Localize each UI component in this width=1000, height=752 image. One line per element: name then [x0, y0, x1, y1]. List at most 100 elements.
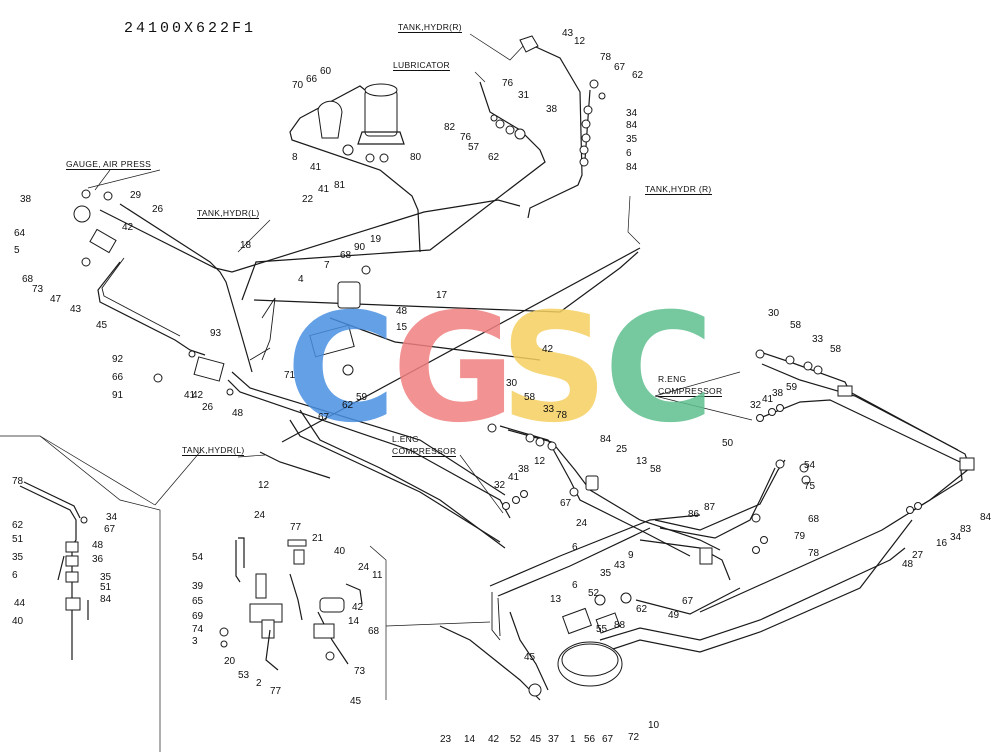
callout-number: 33 — [543, 404, 555, 415]
callout-number: 72 — [628, 732, 640, 743]
callout-number: 42 — [488, 734, 500, 745]
callout-number: 93 — [210, 328, 222, 339]
callout-number: 62 — [632, 70, 644, 81]
callout-number: 24 — [576, 518, 588, 529]
callout-number: 37 — [548, 734, 560, 745]
callout-number: 15 — [396, 322, 408, 333]
callout-number: 69 — [192, 611, 204, 622]
callout-number: 59 — [786, 382, 798, 393]
callout-number: 9 — [628, 550, 634, 561]
callout-number: 6 — [12, 570, 18, 581]
callout-number: 26 — [152, 204, 164, 215]
callout-number: 78 — [12, 476, 24, 487]
callout-number: 45 — [350, 696, 362, 707]
callout-number: 16 — [936, 538, 948, 549]
callout-number: 52 — [510, 734, 522, 745]
callout-number: 48 — [92, 540, 104, 551]
callout-number: 62 — [636, 604, 648, 615]
callout-number: 67 — [682, 596, 694, 607]
callout-number: 82 — [444, 122, 456, 133]
callout-number: 42 — [352, 602, 364, 613]
callout-number: 32 — [750, 400, 762, 411]
callout-number: 34 — [950, 532, 962, 543]
callout-number: 49 — [668, 610, 680, 621]
callout-number: 76 — [502, 78, 514, 89]
callout-number: 14 — [348, 616, 360, 627]
callout-number: 54 — [804, 460, 816, 471]
callout-number: 67 — [602, 734, 614, 745]
callout-number: 51 — [100, 582, 112, 593]
callout-number: 66 — [112, 372, 124, 383]
callout-number: 2 — [256, 678, 262, 689]
callout-number: 6 — [572, 580, 578, 591]
callout-number: 41 — [508, 472, 520, 483]
callout-number: 38 — [518, 464, 530, 475]
callout-number: 3 — [192, 636, 198, 647]
callout-number: 30 — [506, 378, 518, 389]
callout-number: 12 — [534, 456, 546, 467]
callout-number: 66 — [306, 74, 318, 85]
callout-number: 45 — [524, 652, 536, 663]
callout-number: 68 — [340, 250, 352, 261]
callout-number: 52 — [588, 588, 600, 599]
callout-number: 25 — [616, 444, 628, 455]
callout-number: 86 — [688, 509, 700, 520]
callout-number: 35 — [600, 568, 612, 579]
callout-number: 68 — [22, 274, 34, 285]
callout-number: 79 — [794, 531, 806, 542]
callout-number: 67 — [104, 524, 116, 535]
callout-number: 83 — [960, 524, 972, 535]
callout-number: 39 — [192, 581, 204, 592]
callout-number: 73 — [32, 284, 44, 295]
label-r-eng-line1: R.ENG — [658, 374, 687, 384]
callout-number: 38 — [546, 104, 558, 115]
callout-number: 35 — [100, 572, 112, 583]
callout-number: 47 — [50, 294, 62, 305]
callout-number: 43 — [562, 28, 574, 39]
watermark-letter-c1: C — [286, 282, 396, 456]
callout-number: 40 — [12, 616, 24, 627]
callout-number: 81 — [334, 180, 346, 191]
callout-number: 58 — [650, 464, 662, 475]
label-tank-hydr-r-mid: TANK,HYDR (R) — [645, 184, 712, 195]
callout-number: 41 — [318, 184, 330, 195]
callout-number: 77 — [270, 686, 282, 697]
callout-number: 84 — [626, 162, 638, 173]
label-tank-hydr-l-top: TANK,HYDR(L) — [197, 208, 260, 219]
callout-number: 84 — [600, 434, 612, 445]
callout-number: 71 — [284, 370, 296, 381]
callout-number: 24 — [254, 510, 266, 521]
callout-number: 13 — [636, 456, 648, 467]
callout-number: 41 — [184, 390, 196, 401]
callout-number: 84 — [980, 512, 992, 523]
callout-number: 41 — [310, 162, 322, 173]
callout-number: 35 — [626, 134, 638, 145]
callout-number: 58 — [790, 320, 802, 331]
callout-number: 45 — [96, 320, 108, 331]
callout-number: 54 — [192, 552, 204, 563]
callout-number: 11 — [372, 570, 383, 581]
callout-number: 13 — [550, 594, 562, 605]
watermark-letter-s: S — [500, 282, 608, 456]
callout-number: 90 — [354, 242, 366, 253]
callout-number: 78 — [556, 410, 568, 421]
callout-number: 10 — [648, 720, 660, 731]
callout-number: 34 — [106, 512, 118, 523]
label-lubricator: LUBRICATOR — [393, 60, 451, 71]
callout-number-group: 4312786762348435684763138827657626066708… — [12, 28, 992, 745]
callout-number: 38 — [20, 194, 32, 205]
callout-number: 14 — [464, 734, 476, 745]
callout-number: 67 — [318, 412, 330, 423]
label-gauge-air-press: GAUGE, AIR PRESS — [66, 159, 152, 170]
callout-number: 6 — [626, 148, 632, 159]
callout-number: 78 — [600, 52, 612, 63]
label-l-eng-line1: L.ENG — [392, 434, 420, 444]
callout-number: 88 — [614, 620, 626, 631]
callout-number: 76 — [460, 132, 472, 143]
callout-number: 73 — [354, 666, 366, 677]
callout-number: 48 — [396, 306, 408, 317]
callout-number: 62 — [488, 152, 500, 163]
callout-number: 42 — [122, 222, 134, 233]
